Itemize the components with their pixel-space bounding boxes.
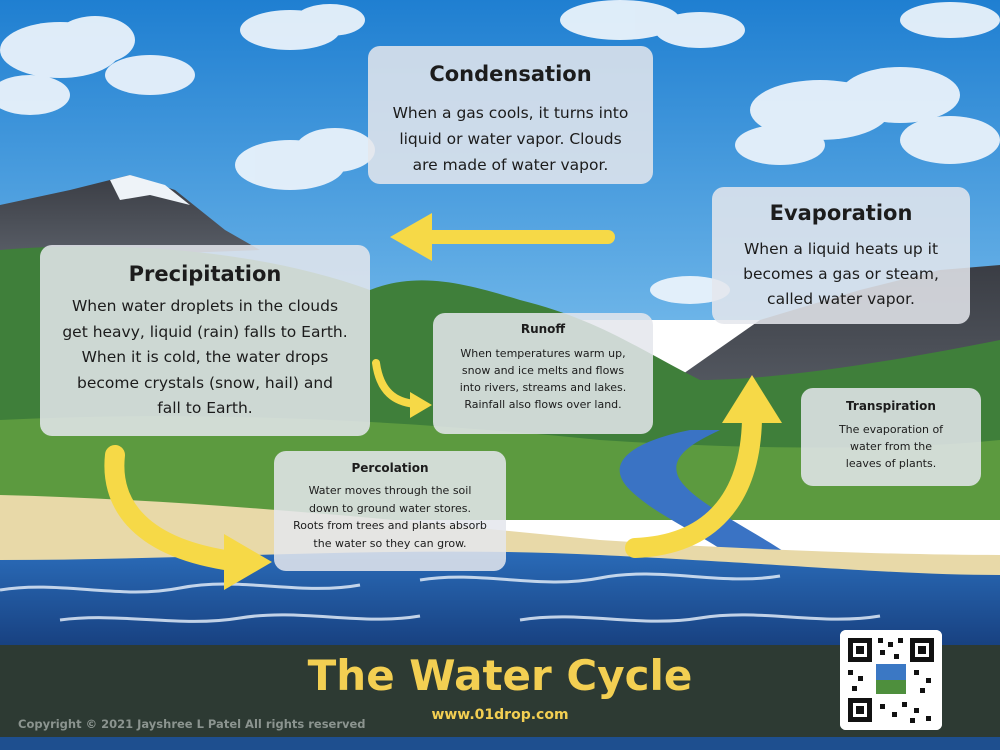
percolation-card: Percolation Water moves through the soil…	[274, 451, 506, 571]
left-mountain	[0, 175, 260, 260]
arrow-precipitation-to-percolation	[104, 445, 235, 570]
website-link[interactable]: www.01drop.com	[431, 707, 569, 723]
condensation-title: Condensation	[429, 62, 592, 86]
evaporation-title: Evaporation	[769, 201, 913, 225]
text-line: Water moves through the soil	[308, 484, 472, 497]
transpiration-description: The evaporation of water from the leaves…	[801, 421, 981, 472]
text-line: fall to Earth.	[157, 399, 253, 417]
arrow-head-up	[722, 375, 782, 423]
text-line: Rainfall also flows over land.	[464, 398, 622, 411]
wave-foam	[0, 572, 881, 623]
text-line: into rivers, streams and lakes.	[459, 381, 627, 394]
text-line: called water vapor.	[767, 290, 915, 308]
text-line: When water droplets in the clouds	[71, 297, 339, 315]
arrow-head-runoff	[410, 392, 432, 418]
runoff-title: Runoff	[520, 322, 566, 336]
arrow-head-right	[224, 534, 272, 590]
percolation-description: Water moves through the soil down to gro…	[274, 482, 506, 552]
bottom-water-strip	[0, 737, 1000, 750]
text-line: the water so they can grow.	[313, 536, 467, 550]
text-line: leaves of plants.	[845, 457, 937, 470]
condensation-description: When a gas cools, it turns into liquid o…	[368, 100, 653, 178]
runoff-description: When temperatures warm up, snow and ice …	[433, 345, 653, 413]
runoff-card: Runoff When temperatures warm up, snow a…	[433, 313, 653, 434]
text-line: become crystals (snow, hail) and	[77, 373, 333, 392]
clouds	[0, 0, 1000, 304]
evaporation-card: Evaporation When a liquid heats up it be…	[712, 187, 970, 324]
footer-banner: The Water Cycle www.01drop.com Copyright…	[0, 645, 1000, 737]
condensation-card: Condensation When a gas cools, it turns …	[368, 46, 653, 184]
text-line: are made of water vapor.	[412, 156, 609, 174]
arrow-head-left	[390, 213, 432, 261]
arrow-runoff	[372, 359, 419, 408]
percolation-title: Percolation	[351, 461, 429, 475]
transpiration-card: Transpiration The evaporation of water f…	[801, 388, 981, 486]
copyright-notice: Copyright © 2021 Jayshree L Patel All ri…	[18, 717, 366, 731]
text-line: water from the	[850, 440, 932, 453]
poster-title: The Water Cycle	[307, 651, 693, 700]
transpiration-title: Transpiration	[846, 399, 936, 413]
text-line: down to ground water stores.	[308, 501, 472, 515]
text-line: becomes a gas or steam,	[743, 265, 939, 283]
text-line: Roots from trees and plants absorb	[293, 519, 487, 532]
text-line: When a gas cools, it turns into	[392, 104, 629, 122]
text-line: liquid or water vapor. Clouds	[399, 130, 622, 148]
qr-code-icon	[840, 630, 942, 730]
text-line: When temperatures warm up,	[460, 347, 626, 360]
evaporation-description: When a liquid heats up it becomes a gas …	[712, 237, 970, 312]
arrow-sea-to-evaporation	[625, 410, 762, 558]
precipitation-title: Precipitation	[128, 262, 282, 286]
text-line: When a liquid heats up it	[743, 240, 939, 258]
precipitation-description: When water droplets in the clouds get he…	[40, 294, 370, 422]
river	[619, 430, 820, 580]
qr-code	[840, 630, 942, 730]
text-line: The evaporation of	[838, 423, 944, 436]
text-line: get heavy, liquid (rain) falls to Earth.	[62, 322, 348, 341]
text-line: When it is cold, the water drops	[81, 348, 329, 366]
cycle-arrows	[104, 213, 782, 590]
precipitation-card: Precipitation When water droplets in the…	[40, 245, 370, 436]
sea	[0, 551, 1000, 650]
text-line: snow and ice melts and flows	[461, 364, 625, 377]
left-mountain-snow	[110, 175, 190, 205]
